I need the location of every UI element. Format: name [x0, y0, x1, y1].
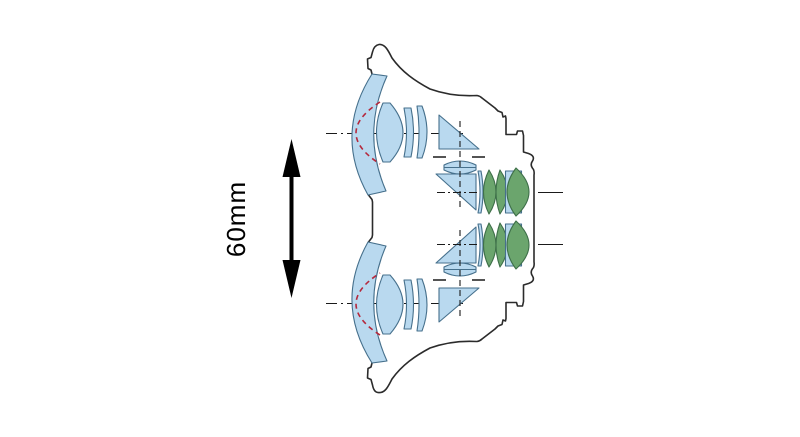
optical-channel-lower	[325, 220, 564, 364]
dimension-label: 60mm	[221, 181, 251, 257]
dimension-annotation: 60mm	[221, 139, 301, 298]
optical-channel-upper	[325, 73, 564, 217]
dimension-arrow-shaft	[289, 172, 294, 265]
housing-outline-group	[366, 43, 535, 394]
housing-outline	[366, 43, 535, 394]
housing-center-wall	[367, 194, 374, 243]
dimension-arrow-head-up	[282, 139, 301, 177]
dimension-arrow-head-down	[282, 260, 301, 298]
